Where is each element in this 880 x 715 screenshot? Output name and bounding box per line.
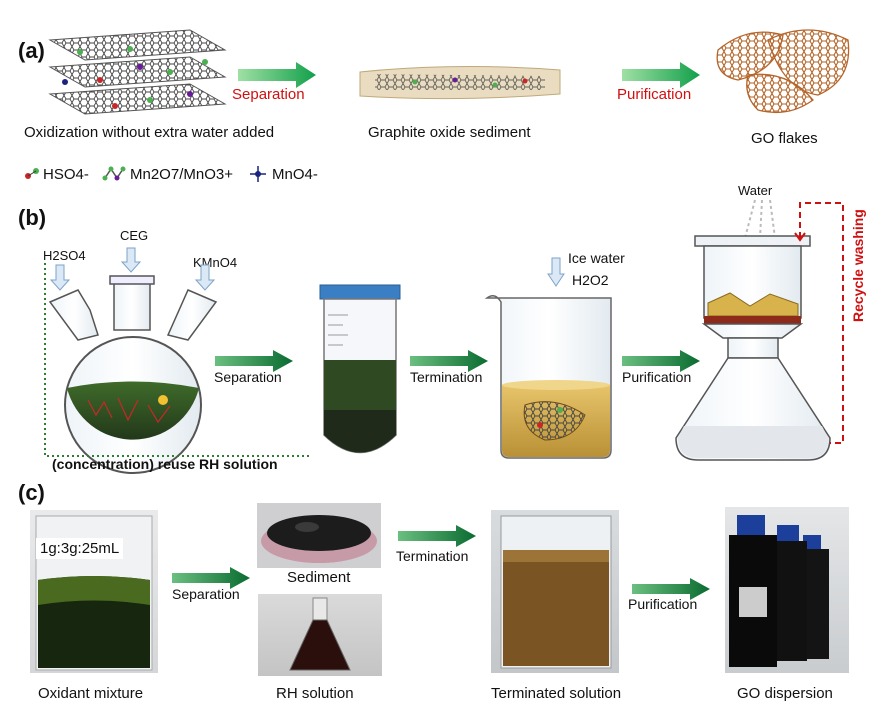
photo-rh-solution <box>258 594 382 676</box>
caption-graphite-oxide-sediment: Graphite oxide sediment <box>368 124 531 141</box>
termination-beaker <box>484 295 612 459</box>
recycle-loop-line <box>794 202 844 444</box>
centrifuge-tube <box>319 284 401 454</box>
panel-c-label: (c) <box>18 480 45 505</box>
arrow-purification-b <box>622 350 700 372</box>
arrow-purification-c <box>632 578 710 600</box>
photo-oxidant-mixture: 1g:3g:25mL <box>30 510 158 673</box>
legend-hso4: HSO4- <box>43 166 89 183</box>
photo-terminated-solution <box>491 510 619 673</box>
filtration-apparatus <box>675 199 831 461</box>
arrow-label-purification-a: Purification <box>617 86 692 103</box>
caption-oxidization: Oxidization without extra water added <box>24 124 275 141</box>
three-neck-flask <box>48 247 218 474</box>
arrow-label-termination-b: Termination <box>410 369 483 385</box>
sediment-label: Sediment <box>287 569 351 586</box>
arrow-label-separation-b: Separation <box>214 369 282 385</box>
arrow-separation-b <box>215 350 293 372</box>
arrow-label-termination-c: Termination <box>396 548 469 564</box>
caption-terminated-solution: Terminated solution <box>491 685 622 702</box>
photo-sediment <box>257 503 381 568</box>
caption-rh-solution: RH solution <box>276 685 354 702</box>
reagent-h2so4: H2SO4 <box>43 248 86 263</box>
arrow-termination-c <box>398 525 476 547</box>
panel-a-label: (a) <box>18 38 45 63</box>
caption-go-flakes: GO flakes <box>751 130 818 147</box>
caption-oxidant-mixture: Oxidant mixture <box>38 685 144 702</box>
ratio-label: 1g:3g:25mL <box>36 538 124 559</box>
water-label: Water <box>738 183 773 198</box>
legend-mno4: MnO4- <box>272 166 318 183</box>
arrow-label-purification-b: Purification <box>622 369 692 385</box>
hso4-icon <box>25 168 39 179</box>
arrow-purification-a <box>622 62 700 88</box>
caption-go-dispersion: GO dispersion <box>737 685 833 702</box>
arrow-separation-a <box>238 62 316 88</box>
h2o2-label: H2O2 <box>572 272 609 288</box>
arrow-separation-c <box>172 567 250 589</box>
arrow-termination-b <box>410 350 488 372</box>
mno4-icon <box>250 166 266 182</box>
arrow-label-purification-c: Purification <box>628 596 698 612</box>
mn2o7-icon <box>102 166 126 181</box>
recycle-washing-label: Recycle washing <box>850 209 866 322</box>
arrow-label-separation-c: Separation <box>172 586 240 602</box>
ice-water-arrow-icon <box>547 257 565 287</box>
panel-b-label: (b) <box>18 205 47 230</box>
graphite-oxide-sediment-illustration <box>359 65 561 100</box>
reagent-ceg: CEG <box>120 228 149 243</box>
photo-go-dispersion <box>725 507 849 673</box>
arrow-label-separation-a: Separation <box>232 86 305 103</box>
reuse-label: (concentration) reuse RH solution <box>52 456 278 472</box>
legend-mn2o7: Mn2O7/MnO3+ <box>130 166 233 183</box>
ice-water-label: Ice water <box>568 250 625 266</box>
graphite-layers-illustration <box>48 29 227 115</box>
go-flakes-illustration <box>716 29 850 114</box>
